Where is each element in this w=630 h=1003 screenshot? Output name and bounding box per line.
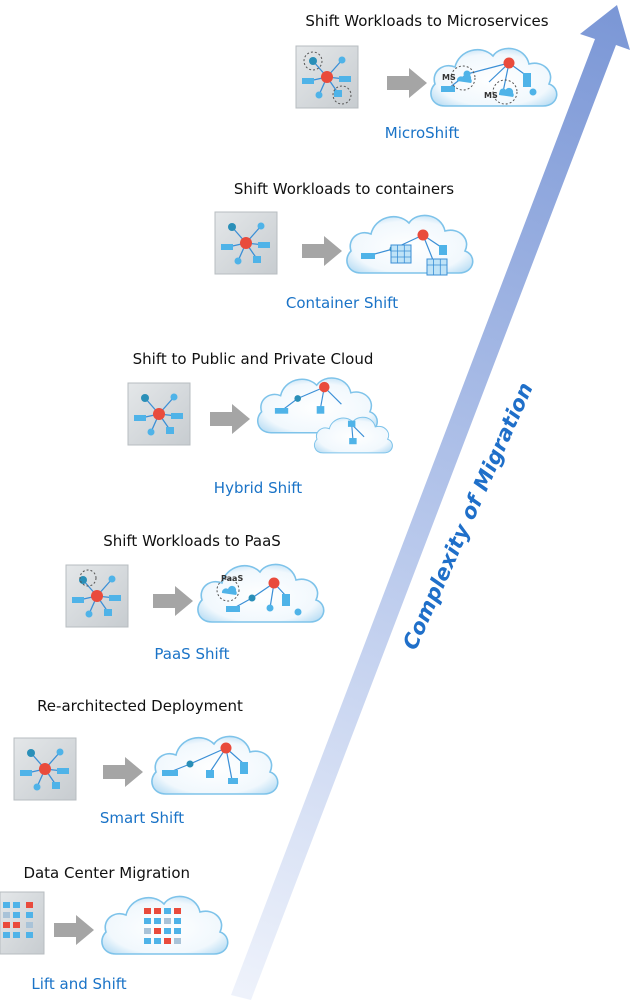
cloud-tag: MS — [484, 91, 498, 100]
stage-paas-graphics — [65, 563, 325, 628]
stage-smart-graphics — [13, 735, 279, 801]
step-arrow-icon — [387, 68, 427, 98]
service-ring-icon — [79, 569, 97, 587]
stage-name: PaaS Shift — [154, 645, 230, 663]
server-box-icon — [65, 564, 129, 628]
stage-title: Shift to Public and Private Cloud — [132, 350, 374, 368]
stage-title: Data Center Migration — [23, 864, 190, 882]
server-box-icon — [13, 737, 77, 801]
container-grid-icon — [390, 244, 412, 264]
public-cloud-icon — [256, 377, 378, 434]
stage-microshift-graphics — [295, 45, 558, 109]
step-arrow-icon — [153, 586, 193, 616]
stage-name: MicroShift — [384, 124, 460, 142]
stage-name: Lift and Shift — [31, 975, 127, 993]
step-arrow-icon — [302, 236, 342, 266]
stage-lift-graphics — [0, 891, 229, 955]
stage-title: Shift Workloads to PaaS — [103, 532, 281, 550]
container-grid-icon — [426, 258, 448, 276]
server-box-icon — [214, 211, 278, 275]
stage-title: Shift Workloads to containers — [233, 180, 455, 198]
step-arrow-icon — [210, 404, 250, 434]
cloud-icon — [151, 735, 279, 795]
cloud-icon — [197, 563, 325, 623]
microservice-ring-icon — [332, 85, 352, 105]
cloud-tag: MS — [442, 73, 456, 82]
microservice-ring-icon — [303, 51, 323, 71]
step-arrow-icon — [103, 757, 143, 787]
complexity-arrow — [231, 5, 630, 1000]
stage-name: Container Shift — [285, 294, 399, 312]
private-cloud-icon — [313, 416, 393, 454]
server-box-icon — [127, 382, 191, 446]
step-arrow-icon — [54, 915, 94, 945]
cloud-tag: PaaS — [221, 574, 243, 583]
stage-container-graphics — [214, 211, 474, 276]
server-box-icon — [295, 45, 359, 109]
cloud-icon — [101, 895, 229, 955]
cloud-icon — [430, 47, 558, 107]
stage-title: Shift Workloads to Microservices — [305, 12, 549, 30]
cloud-icon — [346, 214, 474, 276]
stage-title: Re-architected Deployment — [37, 697, 243, 715]
stage-name: Smart Shift — [99, 809, 185, 827]
stage-name: Hybrid Shift — [213, 479, 303, 497]
rack-cells — [3, 902, 33, 938]
stage-hybrid-graphics — [127, 377, 393, 454]
